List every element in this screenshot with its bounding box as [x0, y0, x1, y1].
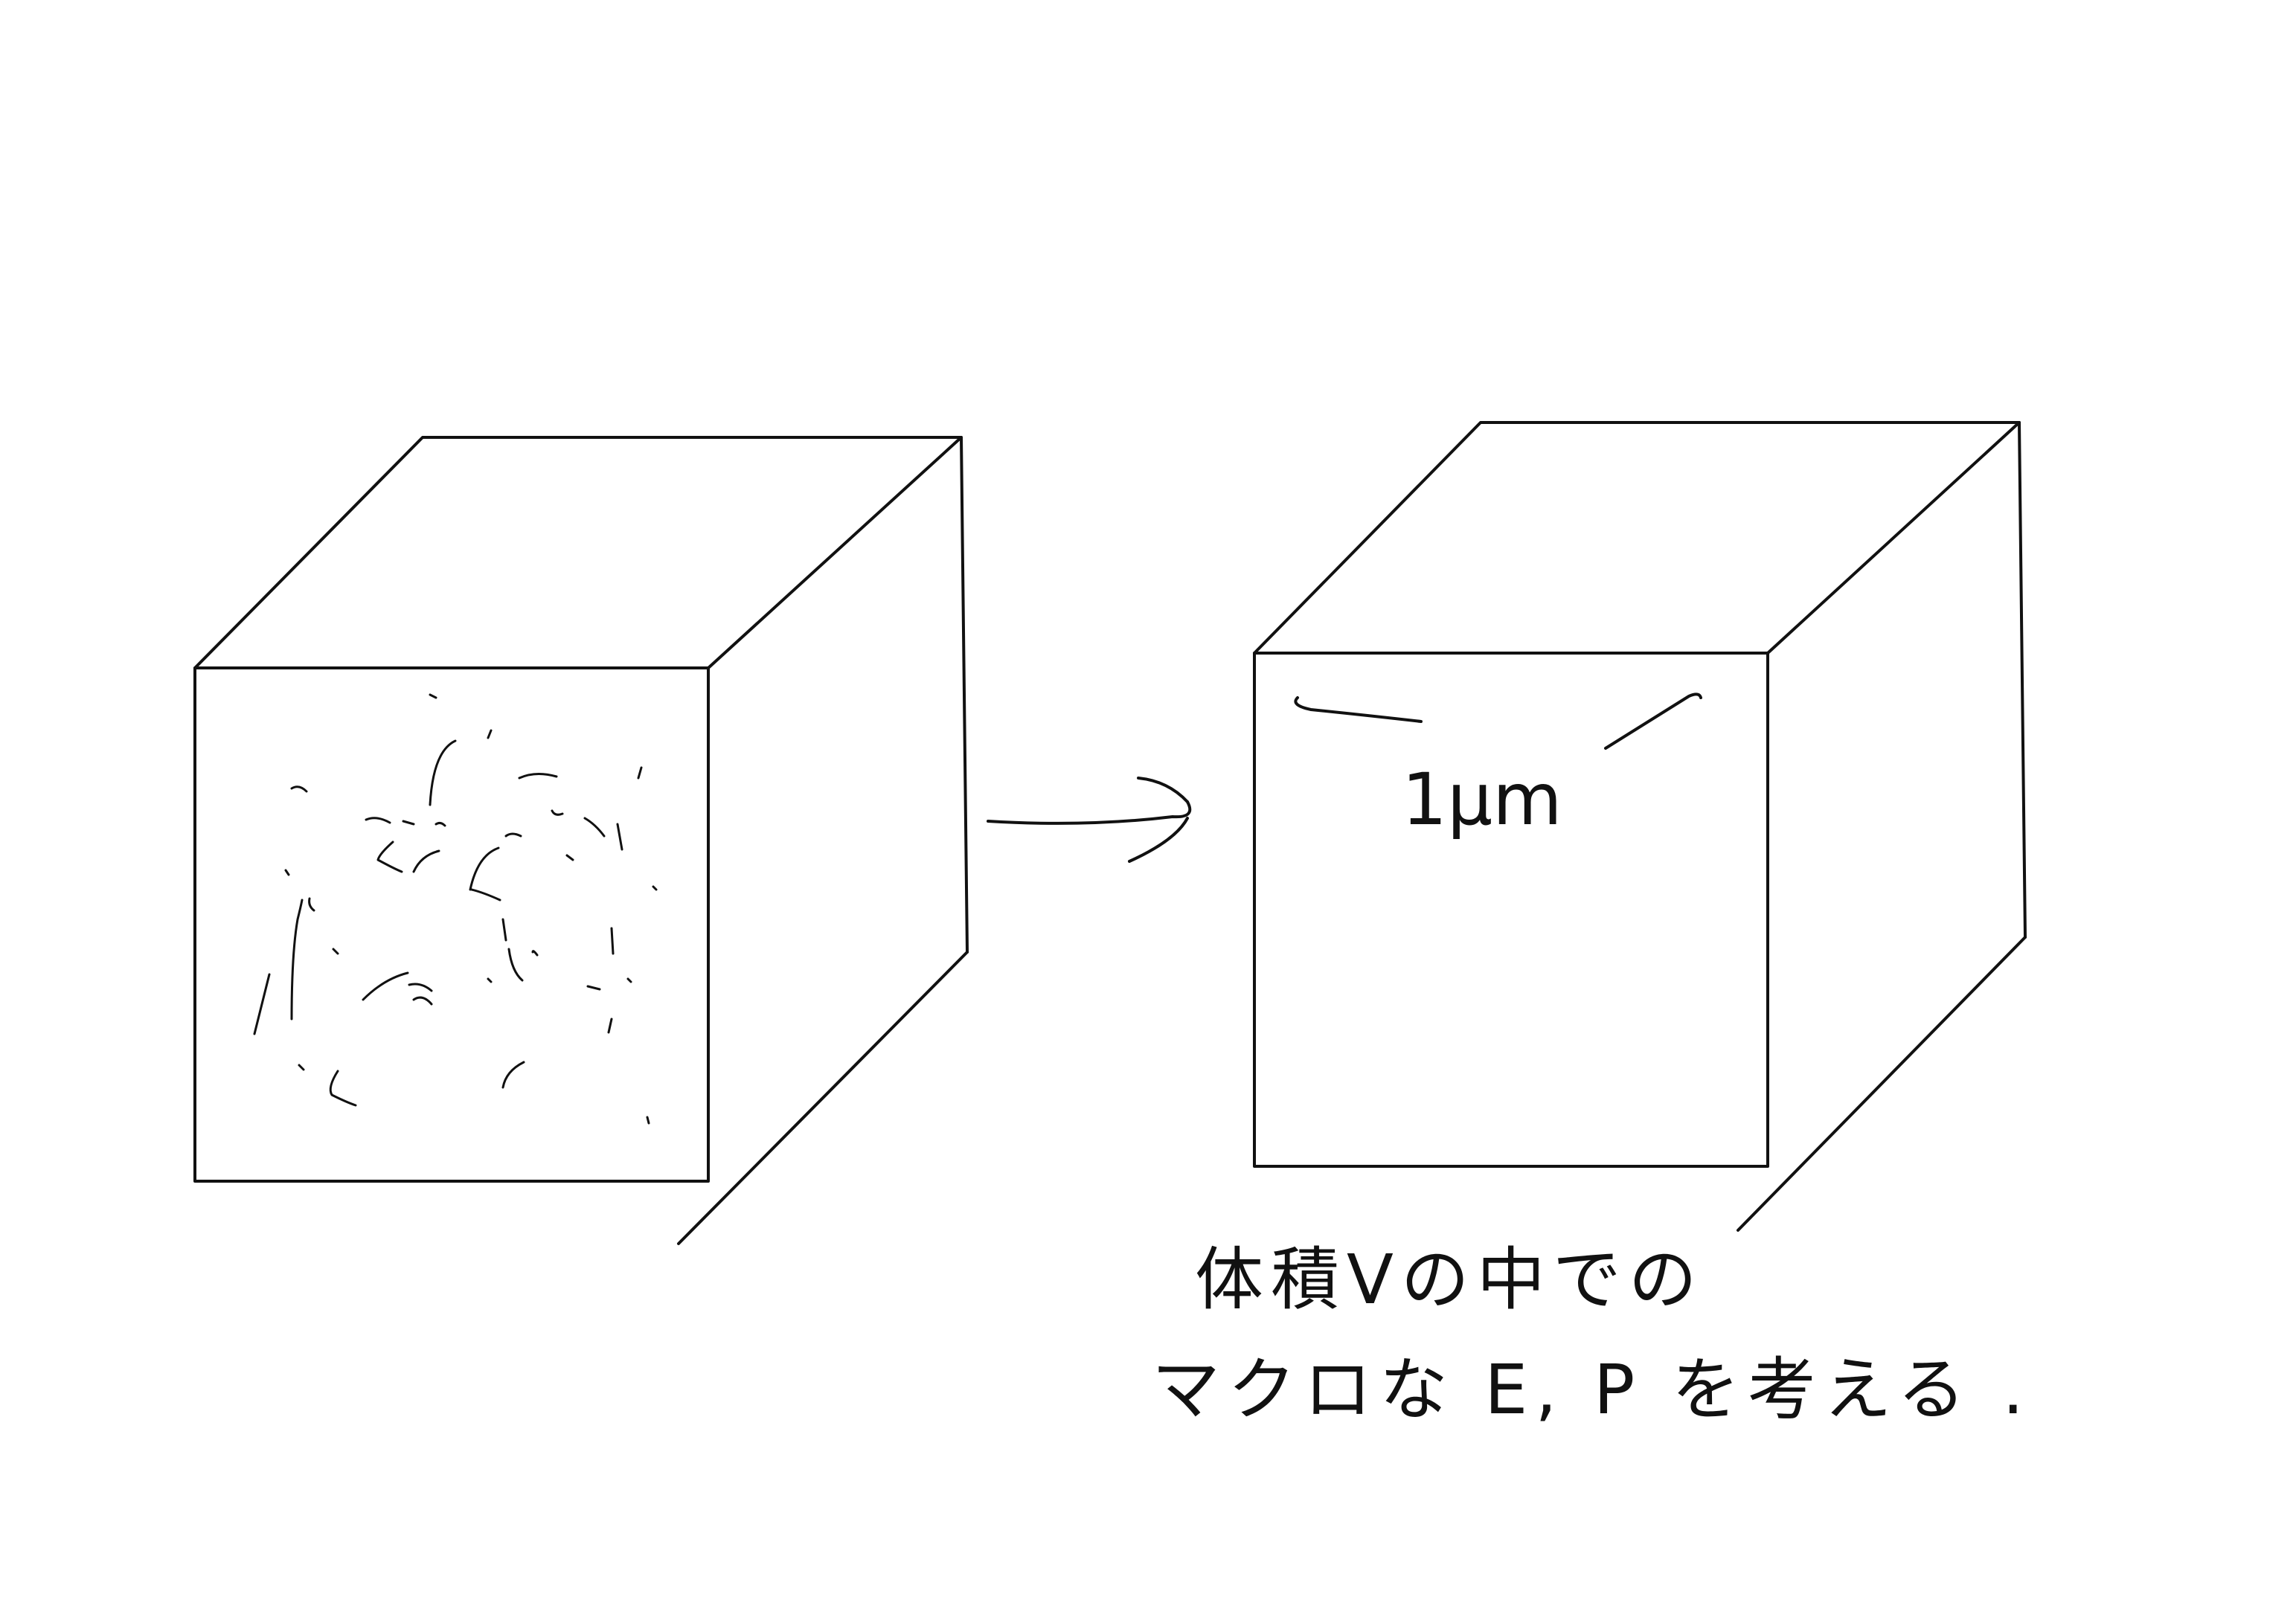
left-cube — [193, 436, 969, 1245]
caption-line-1: 体積Vの中での — [1195, 1240, 1705, 1320]
size-bracket-right — [1604, 692, 1702, 750]
left-cube-front-face — [193, 666, 710, 1183]
left-cube-right-edge — [960, 436, 969, 954]
right-cube-right-edge — [2018, 421, 2027, 939]
size-label: 1μm — [1402, 758, 1562, 841]
right-cube-front-face — [1253, 652, 1769, 1168]
left-cube-particles — [253, 693, 658, 1125]
right-cube: 1μm — [1253, 421, 2027, 1232]
right-cube-back-bottom-edge — [1737, 936, 2027, 1232]
caption-line-2: マクロな E, P を考える . — [1152, 1350, 2031, 1430]
left-cube-back-bottom-edge — [677, 951, 969, 1245]
right-cube-top-face — [1253, 421, 2021, 655]
arrow-right-icon — [987, 777, 1192, 863]
left-cube-top-face — [193, 436, 963, 669]
size-bracket-left — [1294, 696, 1423, 723]
caption: 体積Vの中での マクロな E, P を考える . — [1152, 1240, 2031, 1430]
